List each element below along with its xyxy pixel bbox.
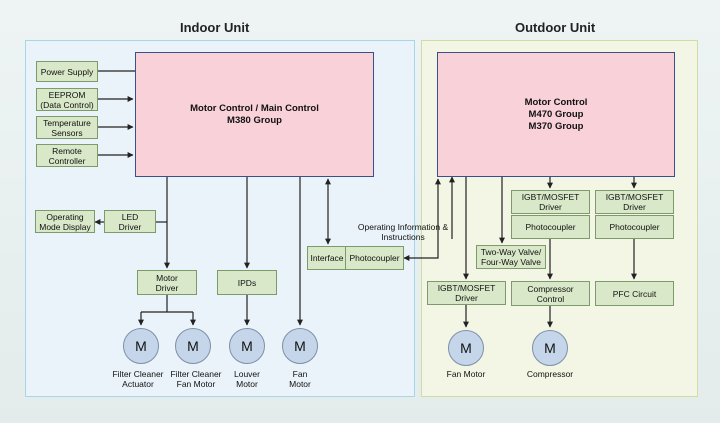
indoor-mcu-group: M380 Group [227, 114, 282, 126]
compressor-ctrl-label: Compressor [527, 283, 574, 294]
photocoupler-2-label: Photocoupler [609, 222, 660, 232]
motor-label-line2: Motor [236, 378, 258, 389]
motor-symbol: M [294, 338, 306, 354]
power-supply-box: Power Supply [36, 61, 98, 82]
outdoor-fan-motor: M [448, 330, 484, 366]
valve-label: Two-Way Valve/ [480, 247, 542, 257]
louver-motor: M [229, 328, 265, 364]
igbt-2-sublabel: Driver [623, 202, 646, 212]
filter-cleaner-fan-label: Filter Cleaner Fan Motor [170, 369, 222, 389]
outdoor-unit-title: Outdoor Unit [515, 20, 596, 35]
motor-label-line1: Filter Cleaner [112, 369, 164, 379]
indoor-fan-motor-label: Fan Motor [289, 369, 311, 389]
ipds-label: IPDs [237, 277, 257, 288]
remote-label: Remote [52, 145, 82, 156]
outdoor-photocoupler-1-box: Photocoupler [511, 215, 590, 239]
compressor-motor: M [532, 330, 568, 366]
link-note-line1: Operating Information & [357, 222, 449, 232]
pfc-circuit-box: PFC Circuit [595, 281, 674, 306]
igbt-2-label: IGBT/MOSFET [605, 192, 664, 202]
indoor-outdoor-link [403, 178, 441, 261]
motor-driver-box: Motor Driver [137, 270, 197, 295]
led-sublabel: Driver [118, 221, 142, 232]
outdoor-motor-controller: Motor Control M470 Group M370 Group [437, 52, 675, 177]
indoor-mcu-title: Motor Control / Main Control [190, 102, 319, 114]
ipds-box: IPDs [217, 270, 277, 295]
pfc-label: PFC Circuit [612, 288, 657, 299]
remote-sublabel: Controller [48, 155, 86, 166]
motor-symbol: M [135, 338, 147, 354]
valve-box: Two-Way Valve/ Four-Way Valve [476, 245, 546, 269]
motor-driver-label: Motor [156, 272, 178, 283]
filter-cleaner-fan-motor: M [175, 328, 211, 364]
eeprom-box: EEPROM (Data Control) [36, 88, 98, 111]
indoor-fan-motor: M [282, 328, 318, 364]
motor-label-line1: Louver [234, 369, 260, 379]
igbt-driver-1-box: IGBT/MOSFET Driver [511, 190, 590, 214]
outdoor-fan-motor-label: Fan Motor [446, 369, 486, 379]
motor-symbol: M [187, 338, 199, 354]
compressor-ctrl-sublabel: Control [536, 293, 565, 304]
motor-driver-sublabel: Driver [155, 282, 179, 293]
op-display-label: Operating [46, 211, 84, 222]
led-driver-box: LED Driver [104, 210, 156, 233]
motor-symbol: M [241, 338, 253, 354]
eeprom-sublabel: (Data Control) [40, 99, 94, 110]
link-note-line2: Instructions [381, 232, 425, 242]
interface-box: Interface [307, 246, 347, 270]
filter-cleaner-actuator-motor: M [123, 328, 159, 364]
outdoor-mcu-title: Motor Control [524, 96, 588, 108]
igbt-3-sublabel: Driver [455, 293, 478, 303]
igbt-driver-2-box: IGBT/MOSFET Driver [595, 190, 674, 214]
motor-label-line1: Fan [292, 369, 308, 379]
indoor-main-controller: Motor Control / Main Control M380 Group [135, 52, 374, 177]
louver-motor-label: Louver Motor [234, 369, 260, 389]
motor-symbol: M [544, 340, 556, 356]
filter-cleaner-actuator-label: Filter Cleaner Actuator [112, 369, 164, 389]
igbt-driver-3-box: IGBT/MOSFET Driver [427, 281, 506, 305]
temperature-sensors-box: Temperature Sensors [36, 116, 98, 139]
igbt-1-label: IGBT/MOSFET [521, 192, 580, 202]
indoor-photocoupler-box: Photocoupler [345, 246, 404, 270]
led-label: LED [121, 211, 139, 222]
operating-mode-display-box: Operating Mode Display [35, 210, 95, 233]
motor-label-line2: Fan Motor [176, 378, 216, 389]
valve-sublabel: Four-Way Valve [481, 257, 541, 267]
motor-label-line2: Motor [289, 378, 311, 389]
outdoor-mcu-group-1: M470 Group [528, 108, 584, 120]
temperature-label: Temperature [43, 117, 91, 128]
link-note: Operating Information & Instructions [358, 222, 448, 242]
outdoor-photocoupler-2-box: Photocoupler [595, 215, 674, 239]
motor-label-line1: Filter Cleaner [170, 369, 222, 379]
indoor-unit-title: Indoor Unit [180, 20, 250, 35]
photocoupler-1-label: Photocoupler [525, 222, 576, 232]
compressor-control-box: Compressor Control [511, 281, 590, 306]
compressor-label: Compressor [526, 369, 574, 379]
outdoor-mcu-group-2: M370 Group [528, 120, 584, 132]
interface-label: Interface [310, 253, 344, 263]
power-supply-label: Power Supply [40, 66, 94, 77]
igbt-1-sublabel: Driver [539, 202, 562, 212]
motor-symbol: M [460, 340, 472, 356]
eeprom-label: EEPROM [48, 89, 86, 100]
temperature-sublabel: Sensors [51, 127, 83, 138]
igbt-3-label: IGBT/MOSFET [437, 283, 496, 293]
indoor-photocoupler-label: Photocoupler [349, 253, 400, 263]
motor-label-line2: Actuator [122, 378, 154, 389]
op-display-sublabel: Mode Display [39, 221, 91, 232]
remote-controller-box: Remote Controller [36, 144, 98, 167]
